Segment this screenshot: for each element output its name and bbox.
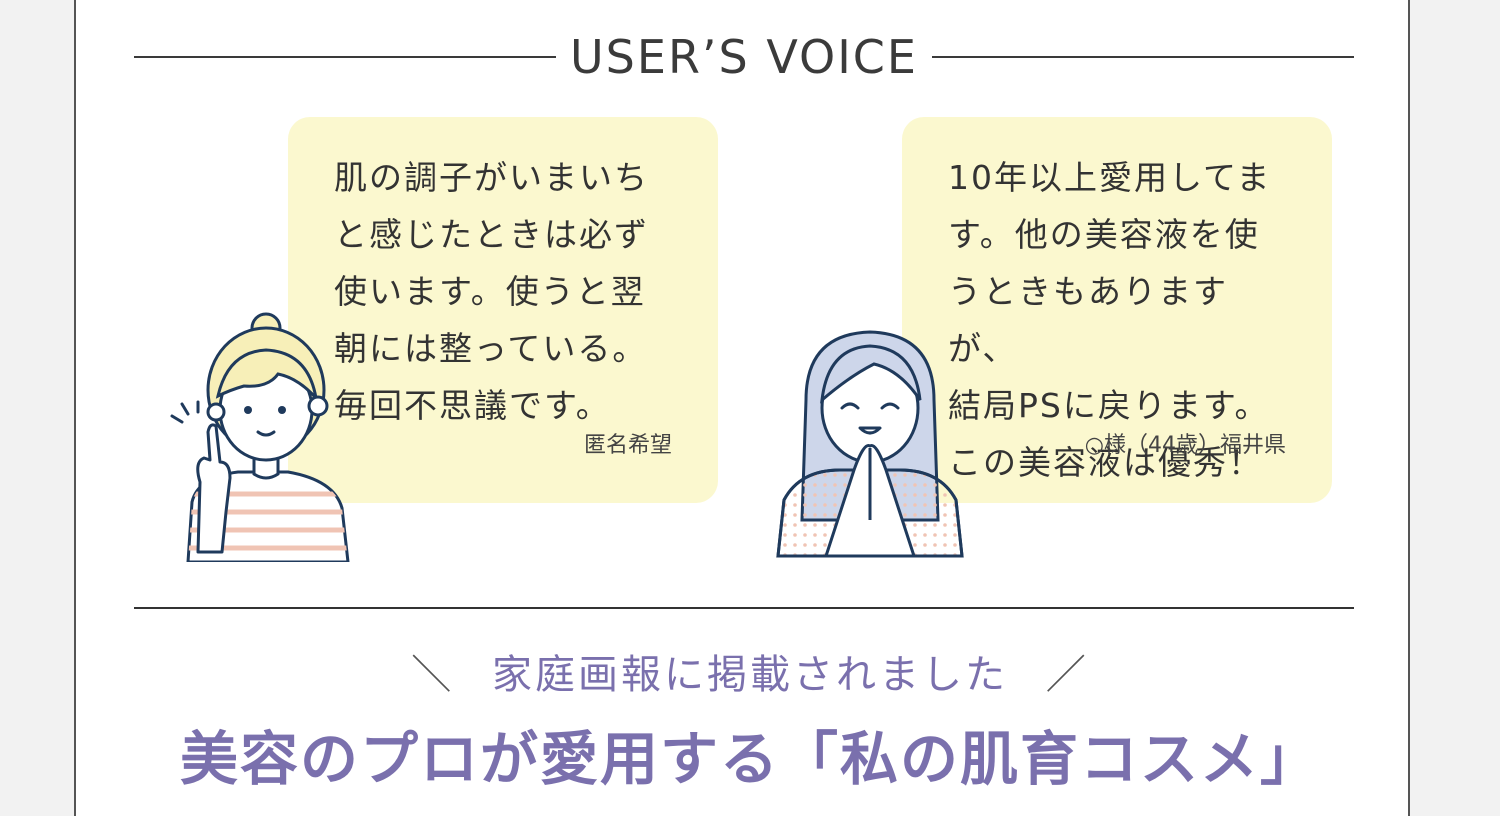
slash-left: ＼ (411, 652, 455, 698)
section-divider (134, 607, 1354, 609)
testimonial-author: ○様（44歳）福井県 (1084, 433, 1286, 458)
testimonial-text: 10年以上愛用してま す。他の美容液を使 うときもありますが、 結局PSに戻りま… (948, 158, 1272, 482)
media-label: 家庭画報に掲載されました (492, 652, 1008, 698)
woman-pointing-illustration (170, 312, 350, 562)
testimonial-bubble-2: 10年以上愛用してま す。他の美容液を使 うときもありますが、 結局PSに戻りま… (902, 117, 1332, 503)
testimonial-text: 肌の調子がいまいち と感じたときは必ず 使います。使うと翌 朝には整っている。 … (334, 158, 649, 425)
testimonial-bubble-1: 肌の調子がいまいち と感じたときは必ず 使います。使うと翌 朝には整っている。 … (288, 117, 718, 503)
section-header: USER’S VOICE (134, 24, 1354, 90)
testimonial-author: 匿名希望 (583, 433, 672, 458)
header-rule-right (931, 56, 1354, 58)
woman-praying-hands-illustration (776, 330, 964, 558)
section-title: USER’S VOICE (570, 30, 918, 84)
header-rule-left (134, 56, 557, 58)
feature-headline: 美容のプロが愛用する「私の肌育コスメ」 (179, 725, 1320, 793)
media-mention: ＼ 家庭画報に掲載されました ／ (0, 642, 1500, 700)
slash-right: ／ (1045, 652, 1089, 698)
